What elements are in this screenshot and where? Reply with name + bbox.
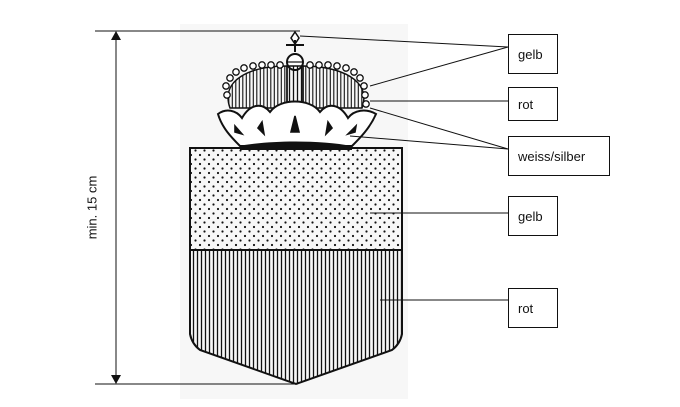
callout-shield-top: gelb — [508, 196, 558, 236]
shield-upper-field — [189, 147, 403, 251]
callout-crown-gold: gelb — [508, 34, 558, 74]
callout-crown-silver: weiss/silber — [508, 136, 610, 176]
crown — [216, 30, 378, 150]
shield — [189, 147, 403, 386]
height-dimension — [95, 30, 300, 385]
crown-leaves — [234, 115, 358, 137]
callout-crown-red: rot — [508, 87, 558, 121]
crown-pearls — [222, 61, 370, 108]
shield-lower-field — [189, 249, 403, 386]
height-dimension-label: min. 15 cm — [84, 175, 100, 240]
callout-shield-bottom: rot — [508, 288, 558, 328]
callout-leader-lines — [299, 35, 509, 301]
